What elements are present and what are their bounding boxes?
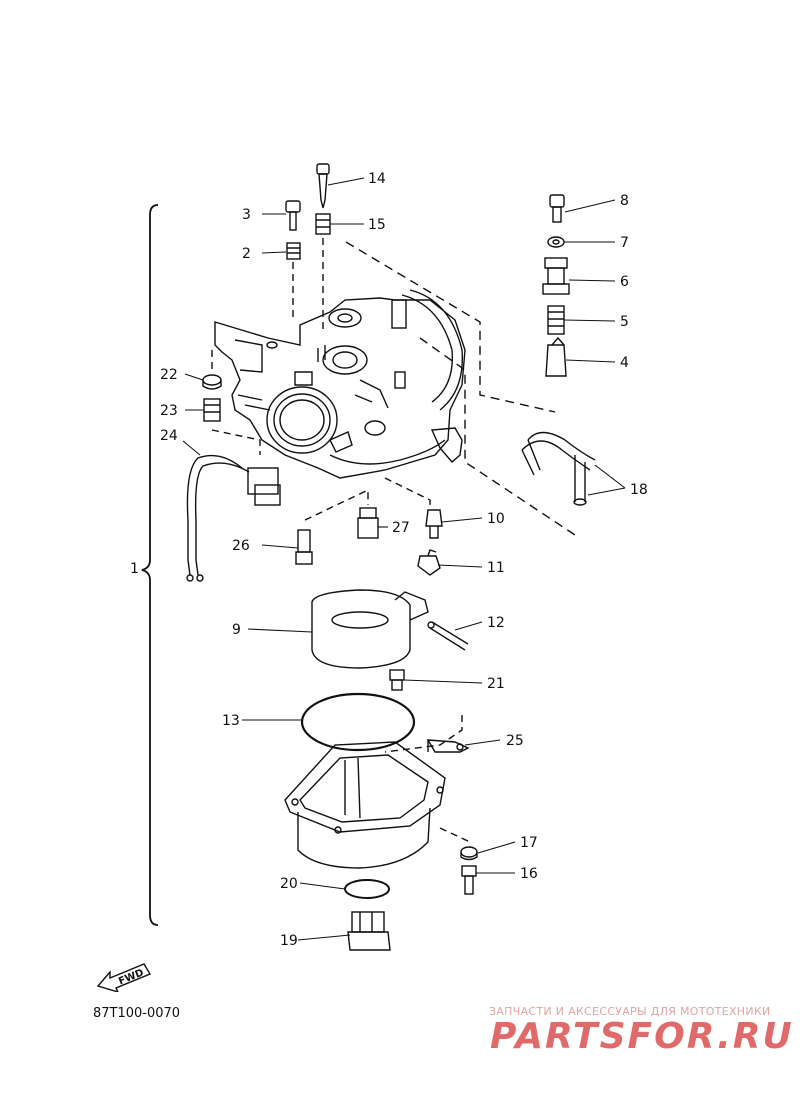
watermark-logo: PARTSFOR.RU — [490, 1016, 794, 1057]
part-4-starter-plunger — [545, 336, 567, 377]
callout-21: 21 — [487, 676, 505, 692]
callout-20: 20 — [280, 876, 298, 892]
part-9-float — [311, 589, 429, 669]
callout-19: 19 — [280, 933, 298, 949]
leader-lines — [182, 177, 626, 941]
part-10-needle-valve — [425, 509, 443, 539]
part-24-wire-sensor — [186, 454, 281, 582]
part-23-spring — [203, 398, 221, 422]
float-chamber — [284, 741, 446, 869]
callout-10: 10 — [487, 511, 505, 527]
callout-2: 2 — [242, 246, 251, 262]
part-12-float-pin — [427, 621, 469, 651]
callout-5: 5 — [620, 314, 629, 330]
part-2-spring — [286, 242, 301, 260]
watermark-tagline: ЗАПЧАСТИ И АКСЕССУАРЫ ДЛЯ МОТОТЕХНИКИ — [489, 1005, 771, 1018]
part-14-pilot-screw — [316, 163, 330, 209]
callout-8: 8 — [620, 193, 629, 209]
callout-24: 24 — [160, 428, 178, 444]
part-26-main-jet — [295, 529, 313, 565]
diagram-code: 87T100-0070 — [93, 1006, 181, 1021]
callout-23: 23 — [160, 403, 178, 419]
part-7-washer — [547, 236, 565, 248]
callout-4: 4 — [620, 355, 629, 371]
callout-26: 26 — [232, 538, 250, 554]
callout-14: 14 — [368, 171, 386, 187]
part-16-screw — [461, 865, 477, 895]
callout-18: 18 — [630, 482, 648, 498]
callout-22: 22 — [160, 367, 178, 383]
callout-17: 17 — [520, 835, 538, 851]
part-18-hose — [521, 431, 596, 506]
callout-9: 9 — [232, 622, 241, 638]
callout-12: 12 — [487, 615, 505, 631]
callout-11: 11 — [487, 560, 505, 576]
assembly-bracket — [141, 204, 159, 926]
fwd-arrow-icon: FWD — [96, 960, 156, 996]
callout-15: 15 — [368, 217, 386, 233]
part-11-clip — [417, 549, 441, 576]
part-8-bolt — [549, 194, 565, 223]
callout-1: 1 — [130, 561, 139, 577]
part-13-gasket — [300, 692, 416, 752]
callout-3: 3 — [242, 207, 251, 223]
callout-16: 16 — [520, 866, 538, 882]
callout-labels: 1 2 3 4 5 6 7 8 9 10 11 12 13 14 15 16 1… — [130, 171, 648, 949]
part-21-screw — [389, 669, 405, 691]
part-5-spring — [547, 305, 565, 335]
part-19-drain-plug — [347, 911, 391, 951]
part-15-spring — [315, 213, 331, 235]
callout-25: 25 — [506, 733, 524, 749]
part-20-o-ring — [344, 879, 390, 899]
callout-6: 6 — [620, 274, 629, 290]
carburetor-body — [214, 289, 466, 479]
part-22-cap — [202, 374, 222, 390]
part-17-washer — [460, 846, 478, 861]
part-25-clamp — [426, 739, 470, 753]
part-6-plunger-nut — [542, 257, 570, 295]
part-3-screw — [285, 200, 301, 231]
callout-27: 27 — [392, 520, 410, 536]
part-27-jet — [357, 507, 379, 539]
callout-13: 13 — [222, 713, 240, 729]
callout-7: 7 — [620, 235, 629, 251]
